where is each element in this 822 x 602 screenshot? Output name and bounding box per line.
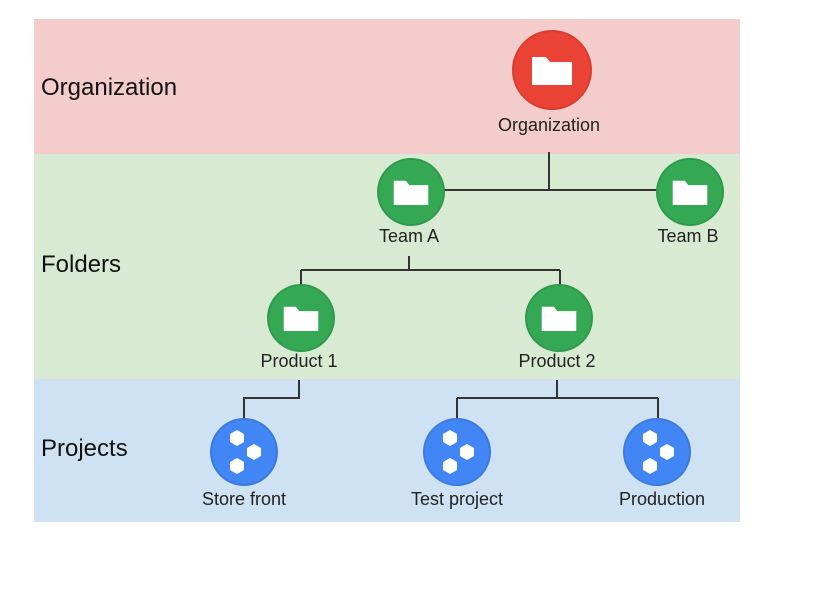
organization-band bbox=[34, 19, 740, 154]
project-hexagons-icon bbox=[230, 430, 261, 474]
organization-band-label: Organization bbox=[41, 74, 178, 101]
team-a-node[interactable] bbox=[377, 158, 445, 226]
folders-band-label: Folders bbox=[41, 251, 122, 278]
store-front-node[interactable] bbox=[210, 418, 278, 486]
team-b-label: Team B bbox=[657, 226, 719, 246]
product-1-label: Product 1 bbox=[260, 351, 338, 371]
product1-to-storefront-connector bbox=[243, 380, 300, 418]
folder-icon bbox=[393, 180, 429, 205]
team-a-label: Team A bbox=[378, 226, 440, 246]
test-project-label: Test project bbox=[410, 489, 504, 509]
product2-to-projects-connector bbox=[456, 380, 659, 418]
organization-node-label: Organization bbox=[497, 115, 601, 135]
projects-band bbox=[34, 379, 740, 522]
production-label: Production bbox=[618, 489, 706, 509]
org-to-teams-connector bbox=[440, 152, 658, 191]
project-hexagons-icon bbox=[443, 430, 474, 474]
projects-band-label: Projects bbox=[41, 435, 128, 462]
project-hexagons-icon bbox=[643, 430, 674, 474]
folder-icon bbox=[541, 306, 577, 331]
teama-to-products-connector bbox=[300, 256, 561, 286]
store-front-label: Store front bbox=[201, 489, 287, 509]
folder-icon bbox=[532, 57, 572, 85]
organization-node[interactable] bbox=[512, 30, 592, 110]
folder-icon bbox=[672, 180, 708, 205]
team-b-node[interactable] bbox=[656, 158, 724, 226]
product-2-label: Product 2 bbox=[518, 351, 596, 371]
folder-icon bbox=[283, 306, 319, 331]
production-node[interactable] bbox=[623, 418, 691, 486]
test-project-node[interactable] bbox=[423, 418, 491, 486]
product-1-node[interactable] bbox=[267, 284, 335, 352]
product-2-node[interactable] bbox=[525, 284, 593, 352]
